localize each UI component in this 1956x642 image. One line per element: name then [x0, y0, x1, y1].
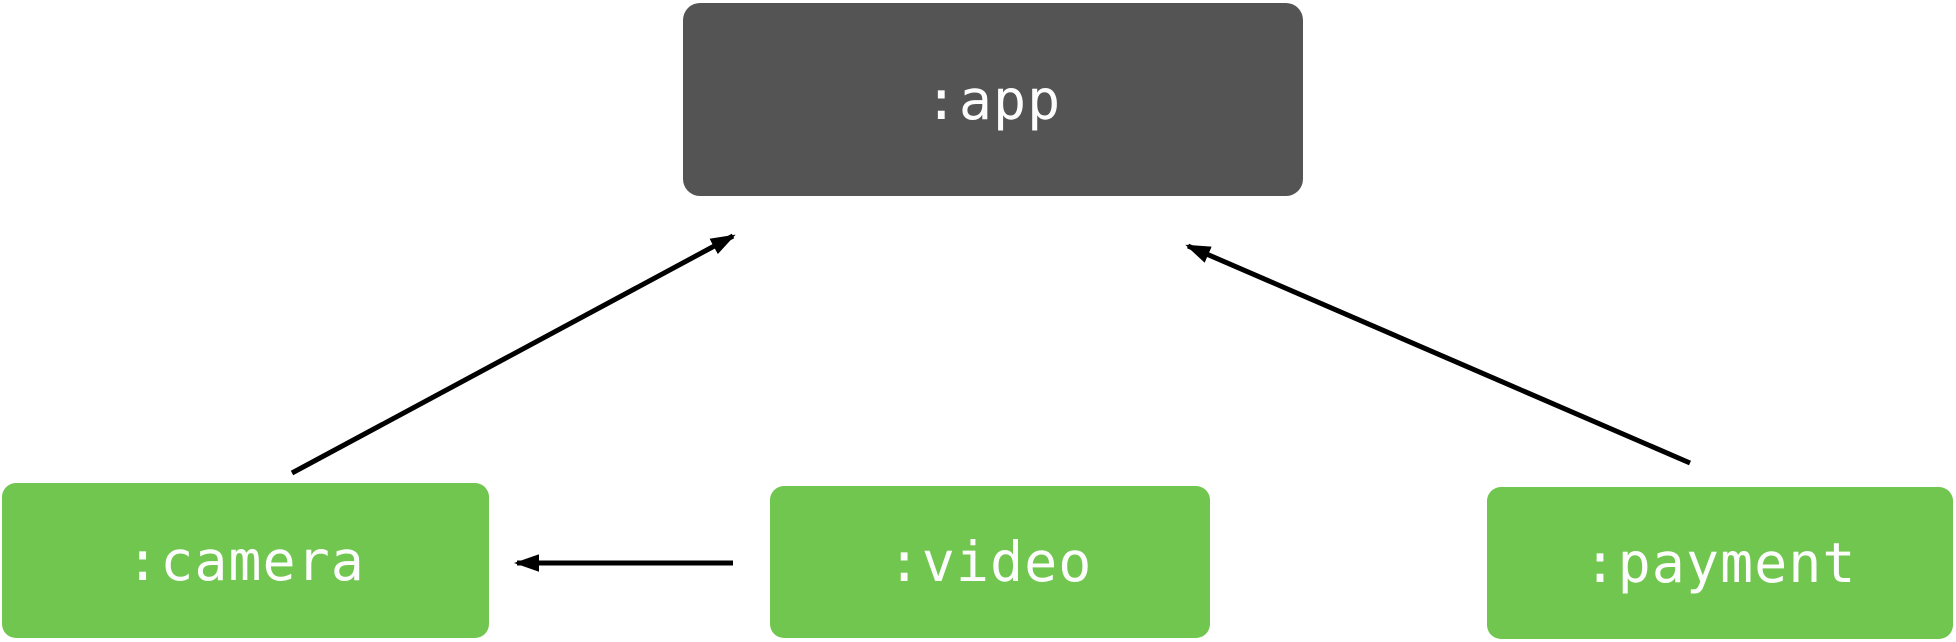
node-payment-label: :payment: [1583, 531, 1857, 595]
node-video: :video: [770, 486, 1210, 638]
node-app-label: :app: [924, 67, 1062, 132]
node-camera-label: :camera: [126, 528, 365, 593]
edge-camera-to-app-arrow: [290, 233, 736, 476]
node-app: :app: [683, 3, 1303, 196]
node-camera: :camera: [2, 483, 489, 638]
node-video-label: :video: [887, 530, 1093, 594]
node-payment: :payment: [1487, 487, 1953, 639]
edge-payment-to-app-arrow: [1185, 243, 1691, 466]
